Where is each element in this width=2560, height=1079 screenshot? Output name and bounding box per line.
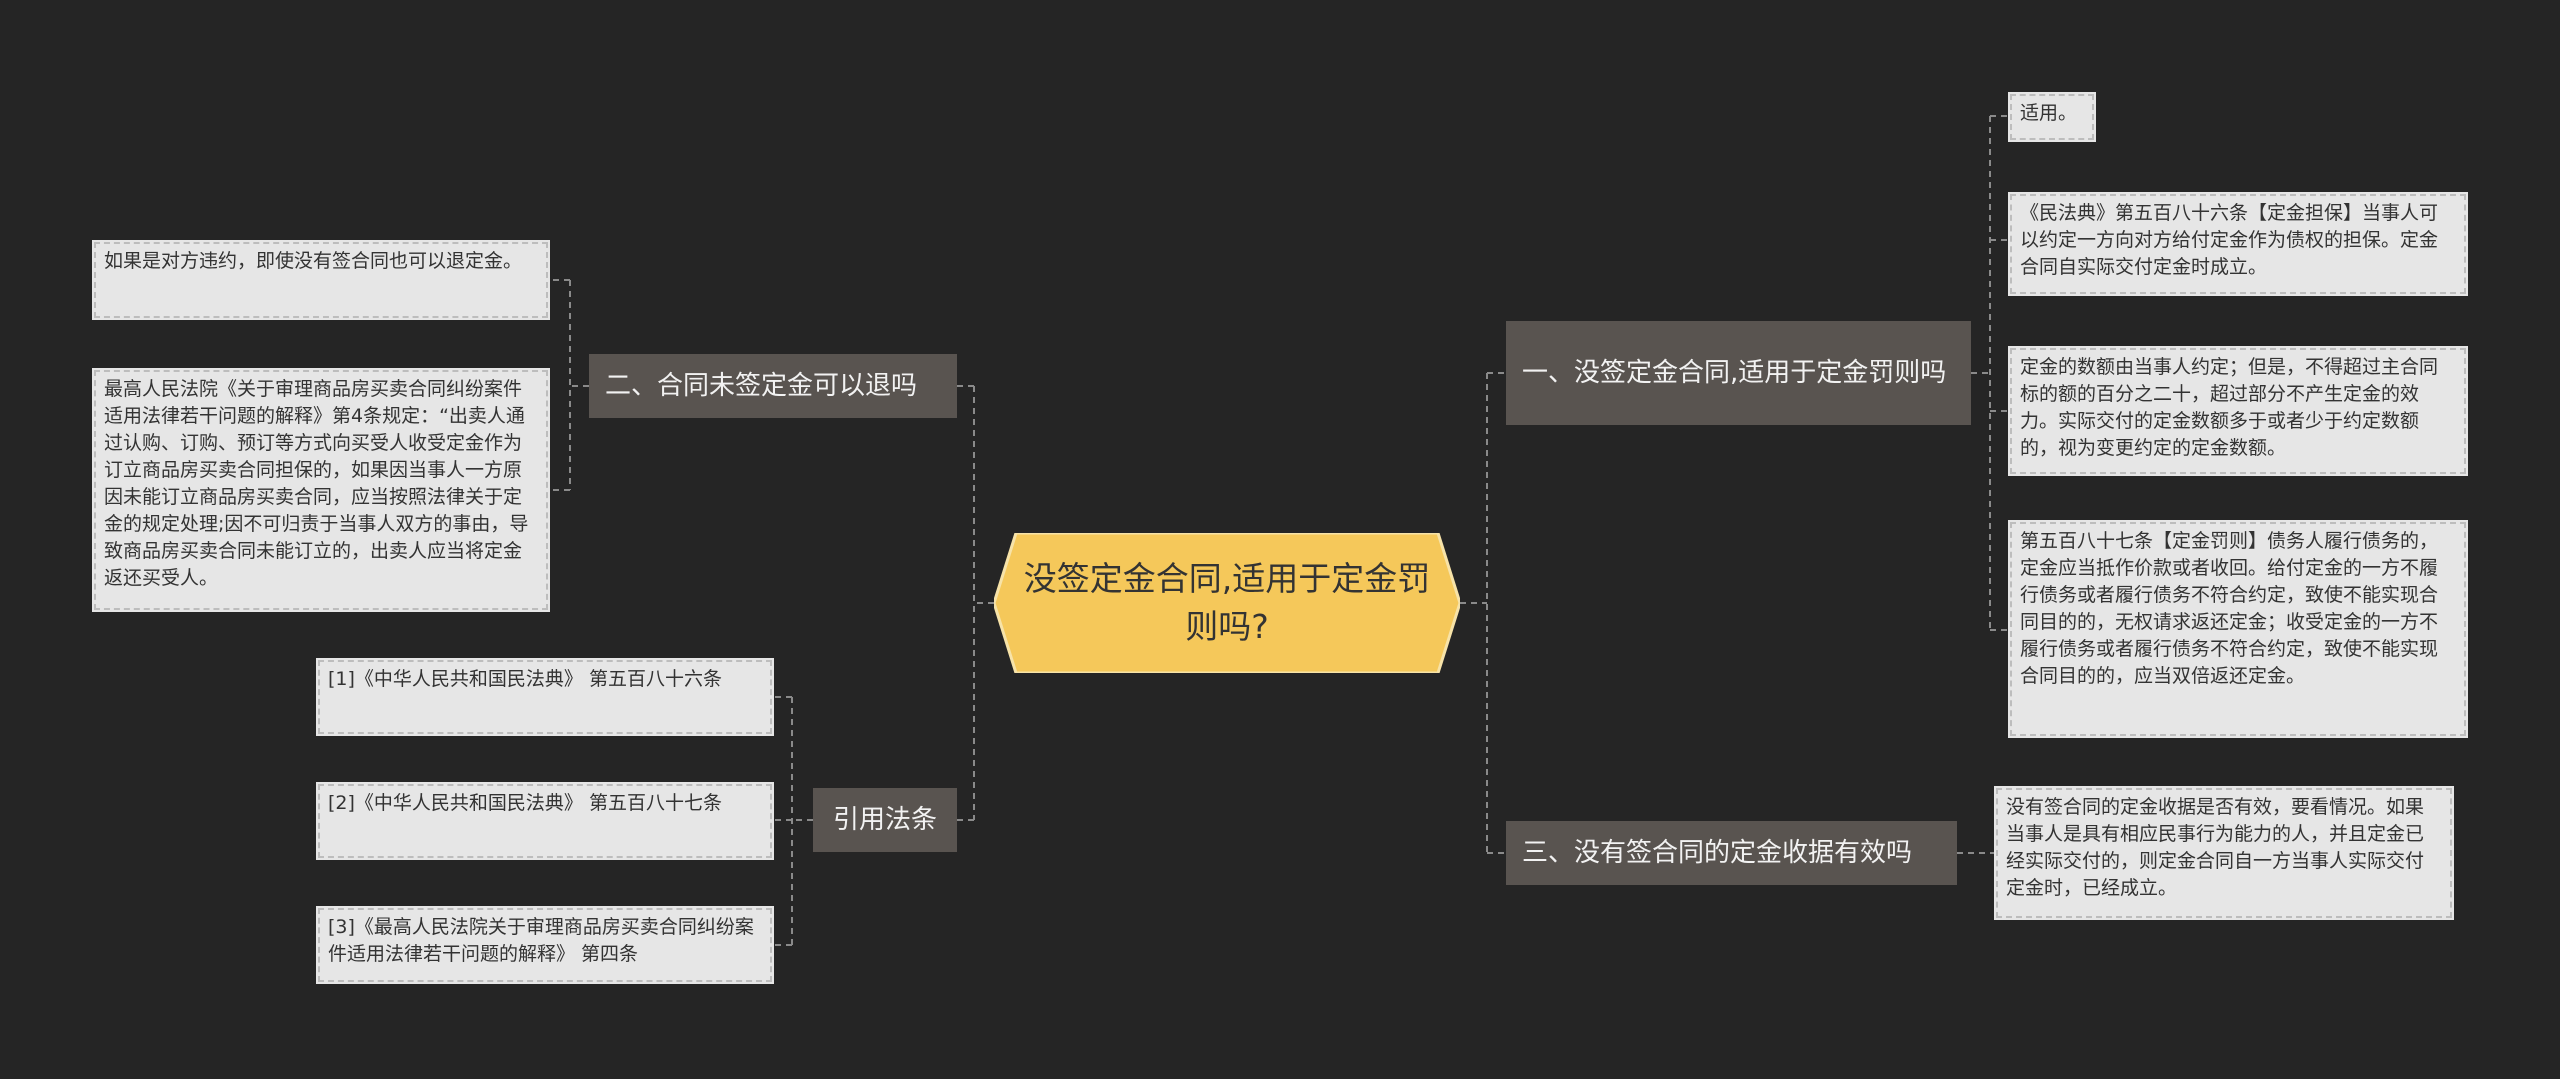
branch-topic-1-label: 一、没签定金合同,适用于定金罚则吗 [1522, 358, 1947, 388]
leaf-2-1-text: 如果是对方违约，即使没有签合同也可以退定金。 [104, 250, 523, 272]
leaf-4-3[interactable]: [3]《最高人民法院关于审理商品房买卖合同纠纷案件适用法律若干问题的解释》 第四… [316, 906, 774, 984]
branch-topic-2-label: 二、合同未签定金可以退吗 [605, 371, 918, 401]
branch-topic-3[interactable]: 三、没有签合同的定金收据有效吗 [1506, 821, 1957, 885]
central-topic[interactable]: 没签定金合同,适用于定金罚则吗? [994, 533, 1460, 673]
leaf-1-1[interactable]: 适用。 [2008, 92, 2096, 142]
leaf-1-4[interactable]: 第五百八十七条【定金罚则】债务人履行债务的，定金应当抵作价款或者收回。给付定金的… [2008, 520, 2468, 738]
central-topic-shape [994, 533, 1460, 673]
leaf-1-4-text: 第五百八十七条【定金罚则】债务人履行债务的，定金应当抵作价款或者收回。给付定金的… [2020, 530, 2439, 687]
leaf-4-1-text: [1]《中华人民共和国民法典》 第五百八十六条 [328, 668, 722, 690]
leaf-4-1[interactable]: [1]《中华人民共和国民法典》 第五百八十六条 [316, 658, 774, 736]
central-topic-text: 没签定金合同,适用于定金罚则吗? [1023, 559, 1431, 646]
leaf-4-2[interactable]: [2]《中华人民共和国民法典》 第五百八十七条 [316, 782, 774, 860]
leaf-3-1[interactable]: 没有签合同的定金收据是否有效，要看情况。如果当事人是具有相应民事行为能力的人，并… [1994, 786, 2454, 920]
leaf-3-1-text: 没有签合同的定金收据是否有效，要看情况。如果当事人是具有相应民事行为能力的人，并… [2006, 796, 2425, 899]
leaf-1-3-text: 定金的数额由当事人约定；但是，不得超过主合同标的额的百分之二十，超过部分不产生定… [2020, 356, 2439, 459]
leaf-1-3[interactable]: 定金的数额由当事人约定；但是，不得超过主合同标的额的百分之二十，超过部分不产生定… [2008, 346, 2468, 476]
leaf-4-3-text: [3]《最高人民法院关于审理商品房买卖合同纠纷案件适用法律若干问题的解释》 第四… [328, 916, 754, 965]
leaf-2-2[interactable]: 最高人民法院《关于审理商品房买卖合同纠纷案件适用法律若干问题的解释》第4条规定：… [92, 368, 550, 612]
leaf-2-1[interactable]: 如果是对方违约，即使没有签合同也可以退定金。 [92, 240, 550, 320]
branch-topic-4[interactable]: 引用法条 [813, 788, 957, 852]
leaf-1-2[interactable]: 《民法典》第五百八十六条【定金担保】当事人可以约定一方向对方给付定金作为债权的担… [2008, 192, 2468, 296]
branch-topic-3-label: 三、没有签合同的定金收据有效吗 [1522, 838, 1913, 868]
branch-topic-4-label: 引用法条 [832, 805, 937, 835]
branch-topic-2[interactable]: 二、合同未签定金可以退吗 [589, 354, 957, 418]
leaf-1-2-text: 《民法典》第五百八十六条【定金担保】当事人可以约定一方向对方给付定金作为债权的担… [2020, 202, 2439, 278]
leaf-1-1-text: 适用。 [2020, 102, 2078, 124]
leaf-2-2-text: 最高人民法院《关于审理商品房买卖合同纠纷案件适用法律若干问题的解释》第4条规定：… [104, 378, 529, 589]
leaf-4-2-text: [2]《中华人民共和国民法典》 第五百八十七条 [328, 792, 722, 814]
branch-topic-1[interactable]: 一、没签定金合同,适用于定金罚则吗 [1506, 321, 1971, 425]
